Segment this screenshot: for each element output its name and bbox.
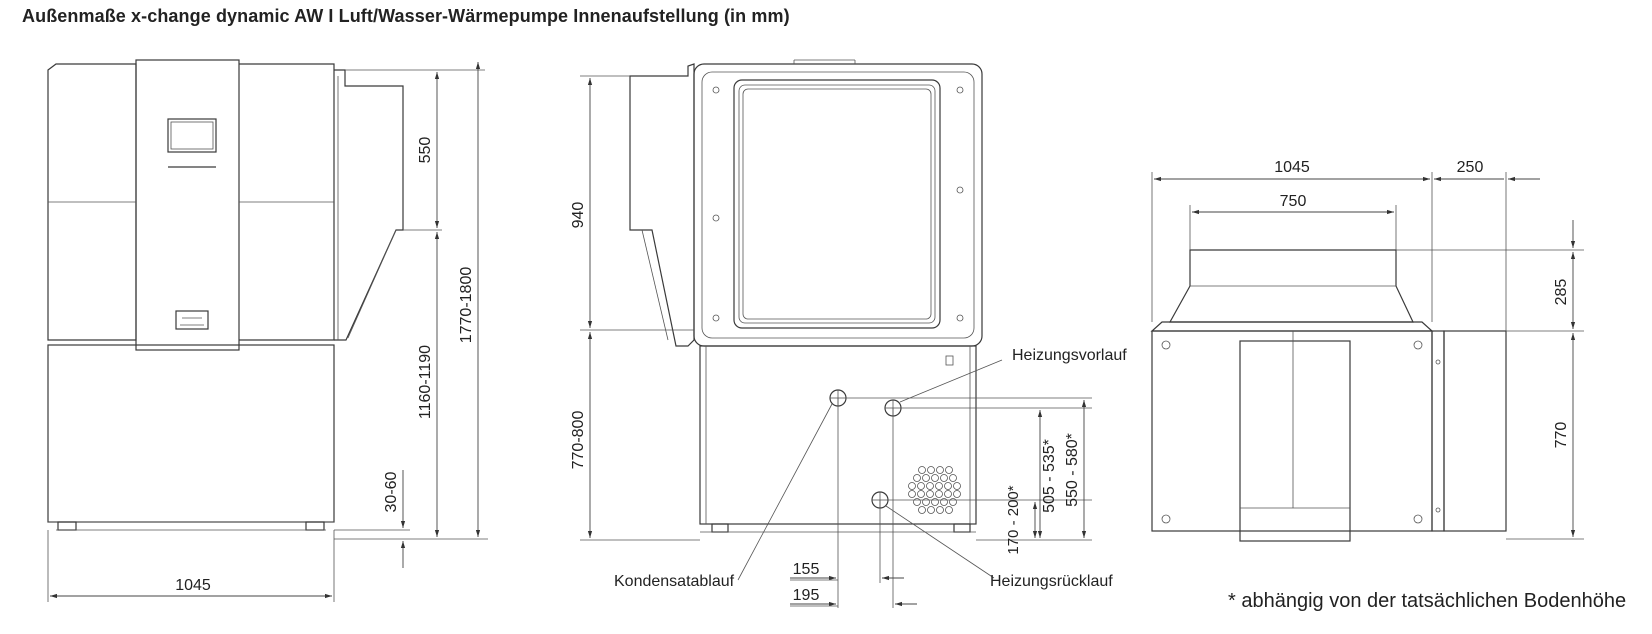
dim-550-580-label: 550 - 580*	[1064, 433, 1081, 507]
ventilation-grille-icon	[908, 466, 961, 514]
front-upper-height-label: 550	[417, 137, 434, 164]
display-icon	[167, 118, 217, 153]
dim-195-label: 195	[793, 587, 820, 604]
top-view: 1045 750 250 285 770	[1150, 159, 1584, 542]
top-duct-height-label: 285	[1553, 279, 1570, 306]
front-view: 1045 550 1160-1190 1770-1800 30-60	[47, 59, 488, 602]
top-offset-label: 250	[1457, 159, 1484, 176]
front-lower-height-label: 1160-1190	[417, 345, 434, 419]
top-duct-width-label: 750	[1280, 193, 1307, 210]
label-kondensatablauf: Kondensatablauf	[614, 573, 735, 590]
dim-505-535-label: 505 - 535*	[1041, 439, 1058, 513]
side-view: 940 770-800 505 - 535* 550 - 580* 170 - …	[570, 59, 1127, 608]
front-width-label: 1045	[175, 577, 211, 594]
label-heizungsruecklauf: Heizungsrücklauf	[990, 573, 1113, 590]
top-width-label: 1045	[1274, 159, 1310, 176]
side-upper-height-label: 940	[570, 202, 587, 229]
handle-icon	[175, 310, 209, 330]
front-total-height-label: 1770-1800	[458, 267, 475, 344]
front-feet-height-label: 30-60	[383, 471, 400, 512]
top-body-height-label: 770	[1553, 422, 1570, 449]
footnote: * abhängig von der tatsächlichen Bodenhö…	[1228, 590, 1627, 612]
label-heizungsvorlauf: Heizungsvorlauf	[1012, 347, 1127, 364]
side-lower-height-label: 770-800	[570, 411, 587, 470]
dim-170-200-label: 170 - 200*	[1005, 485, 1022, 554]
page-title: Außenmaße x-change dynamic AW I Luft/Was…	[22, 6, 790, 26]
dim-155-label: 155	[793, 561, 820, 578]
